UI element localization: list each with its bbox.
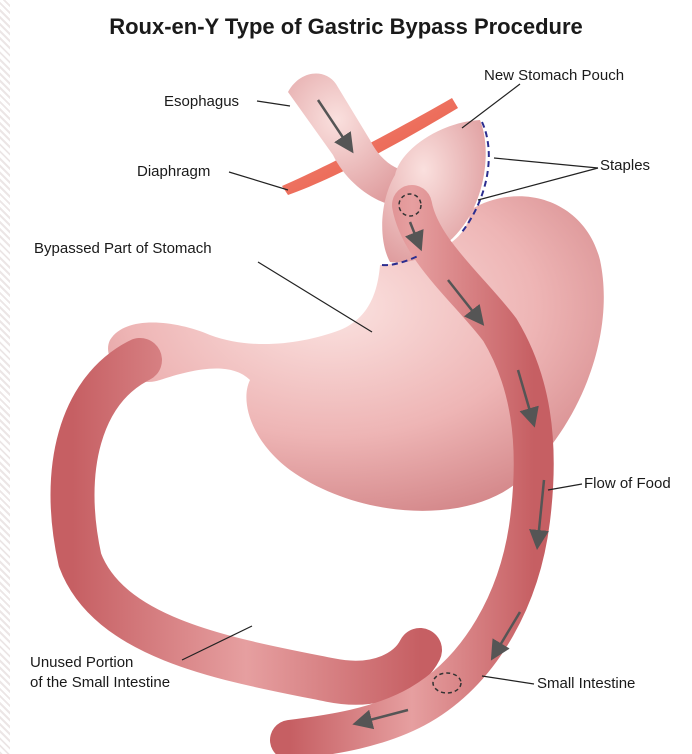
label-esophagus: Esophagus bbox=[164, 93, 239, 110]
leader-diaphragm bbox=[229, 172, 288, 190]
leader-bypassed-stomach bbox=[258, 262, 372, 332]
leader-small-intestine bbox=[482, 676, 534, 684]
leader-esophagus bbox=[257, 101, 290, 106]
label-flow-of-food: Flow of Food bbox=[584, 475, 671, 492]
label-diaphragm: Diaphragm bbox=[137, 163, 210, 180]
label-staples: Staples bbox=[600, 157, 650, 174]
leader-staples-1 bbox=[494, 158, 598, 168]
label-new-stomach-pouch: New Stomach Pouch bbox=[484, 67, 624, 84]
label-small-intestine: Small Intestine bbox=[537, 675, 635, 692]
leader-new-stomach-pouch bbox=[462, 84, 520, 128]
label-bypassed-stomach: Bypassed Part of Stomach bbox=[34, 240, 212, 257]
label-unused-portion-line1: Unused Portion bbox=[30, 654, 133, 671]
leader-staples-2 bbox=[478, 168, 598, 200]
label-unused-portion-line2: of the Small Intestine bbox=[30, 674, 170, 691]
